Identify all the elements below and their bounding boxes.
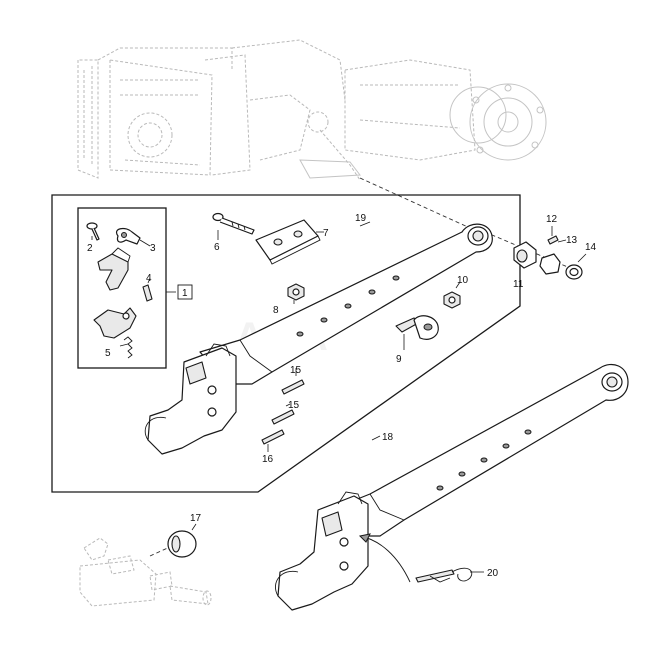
hook-end-18 [275, 491, 369, 611]
linch-pin-part-20 [415, 567, 473, 583]
callout-18: 18 [382, 432, 394, 443]
callout-16: 16 [262, 454, 274, 465]
pins-15-16 [261, 379, 305, 445]
lower-link-arm-18 [339, 363, 629, 537]
hook-end-19 [144, 343, 237, 455]
insert-arrowhead [358, 533, 371, 543]
leader-lines [91, 221, 587, 573]
swivel-pin-part-9 [395, 315, 439, 340]
callout-9: 9 [396, 354, 402, 365]
callout-15-lower: 15 [288, 400, 300, 411]
kit-frame [51, 194, 521, 493]
callout-14: 14 [585, 242, 597, 253]
callout-13: 13 [566, 235, 578, 246]
nut-part-8 [287, 283, 305, 301]
bolt-part-2 [86, 222, 100, 241]
pin-part-12 [547, 235, 559, 245]
bush-part-11 [513, 241, 537, 269]
hitch-ghost [79, 537, 212, 607]
nut-part-10 [443, 291, 461, 309]
callout-1: 1 [182, 288, 188, 299]
callout-11: 11 [513, 279, 524, 290]
bolt-part-6 [212, 212, 255, 235]
callout-8: 8 [273, 305, 279, 316]
callout-20: 20 [487, 568, 499, 579]
lower-link-arm-19 [199, 223, 493, 385]
latch-part-5 [93, 307, 137, 359]
bracket-part-4 [97, 247, 153, 302]
clip-part-3 [116, 227, 141, 245]
callout-6: 6 [214, 242, 220, 253]
callout-5: 5 [105, 348, 111, 359]
plate-part-7 [255, 219, 321, 265]
ball-part-17 [167, 530, 197, 558]
callout-17: 17 [190, 513, 202, 524]
callout-3: 3 [150, 243, 156, 254]
bush-part-13 [539, 253, 561, 275]
tractor-rear-ghost [77, 39, 547, 181]
ring-part-14 [565, 264, 583, 280]
callout-12: 12 [546, 214, 558, 225]
callout-2: 2 [87, 243, 93, 254]
callout-10: 10 [457, 275, 469, 286]
callout-7: 7 [323, 228, 329, 239]
assembly-axis-line [484, 231, 571, 269]
callout-19: 19 [355, 213, 367, 224]
callout-4: 4 [146, 273, 152, 284]
detail-box [77, 207, 167, 369]
assembly-axis-line [359, 177, 471, 229]
callout-1-box [177, 284, 193, 300]
callout-15-upper: 15 [290, 365, 302, 376]
